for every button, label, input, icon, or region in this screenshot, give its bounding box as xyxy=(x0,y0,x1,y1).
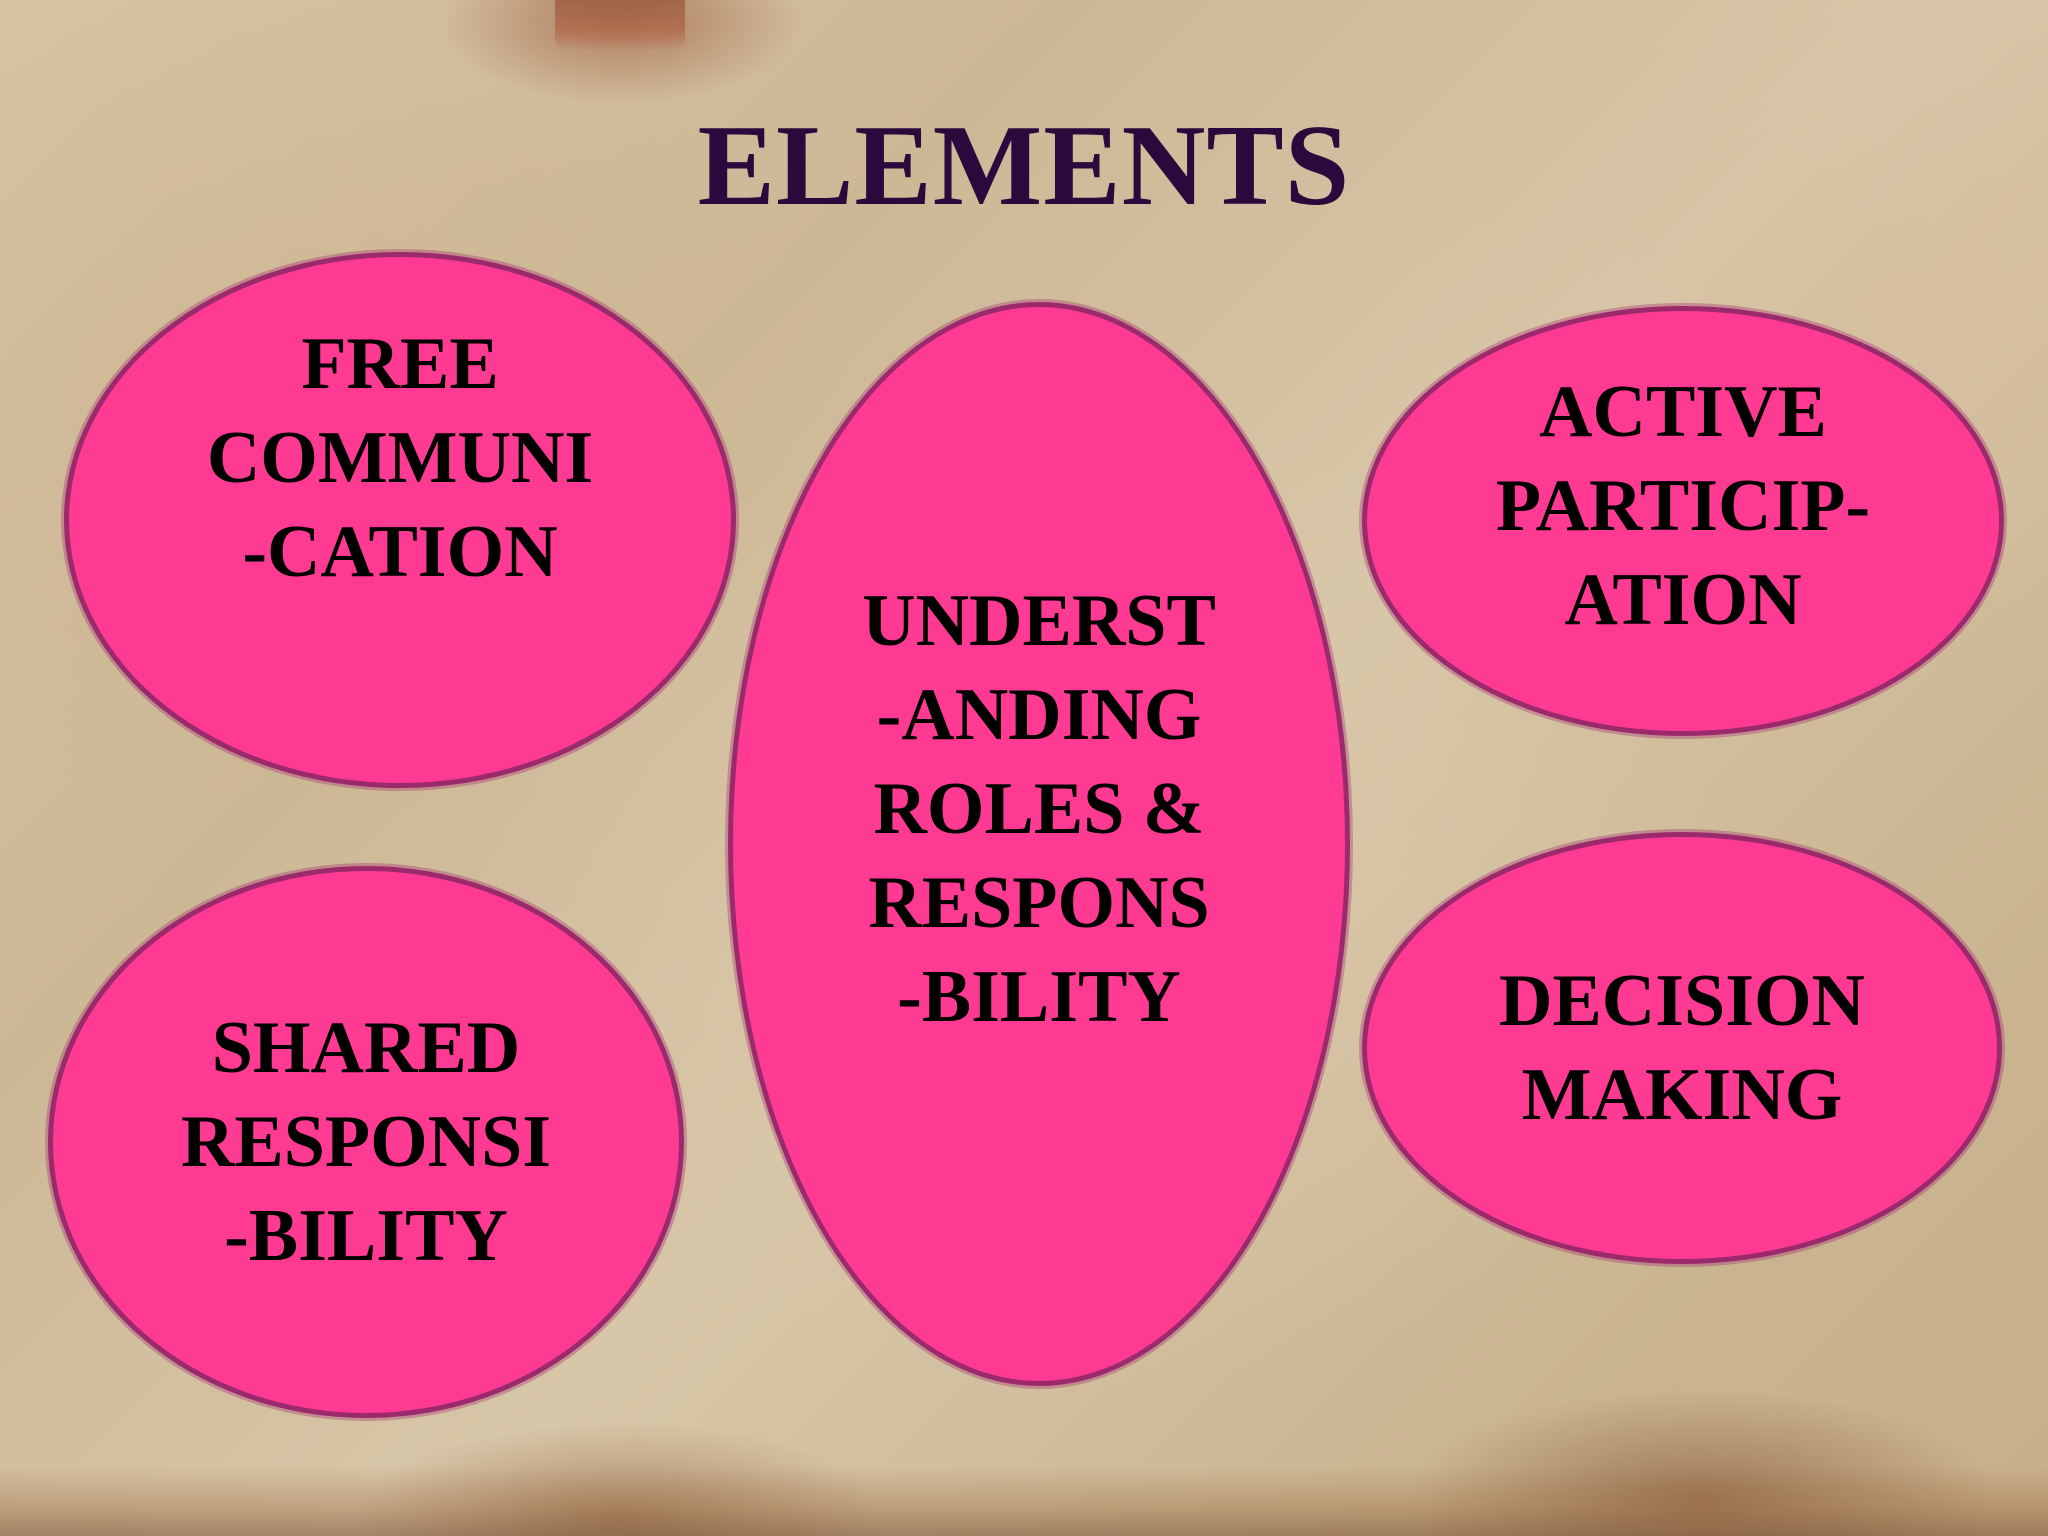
ellipse-decision-making: DECISION MAKING xyxy=(1362,832,2002,1264)
background-brick-top xyxy=(555,0,685,50)
background-bottom-strip xyxy=(0,1466,2048,1536)
ellipse-free-communication: FREE COMMUNI -CATION xyxy=(64,252,736,788)
ellipse-active-participation: ACTIVE PARTICIP- ATION xyxy=(1362,306,2004,736)
ellipse-shared-responsibility: SHARED RESPONSI -BILITY xyxy=(48,866,684,1418)
ellipse-understanding-roles: UNDERST -ANDING ROLES & RESPONS -BILITY xyxy=(728,302,1350,1386)
ellipse-label-free-communication: FREE COMMUNI -CATION xyxy=(206,323,594,593)
ellipse-label-decision-making: DECISION MAKING xyxy=(1499,960,1865,1136)
ellipse-label-active-participation: ACTIVE PARTICIP- ATION xyxy=(1495,371,1871,641)
ellipse-label-understanding-roles: UNDERST -ANDING ROLES & RESPONS -BILITY xyxy=(862,580,1216,1038)
slide-title: ELEMENTS xyxy=(697,102,1351,230)
ellipse-label-shared-responsibility: SHARED RESPONSI -BILITY xyxy=(180,1007,552,1277)
